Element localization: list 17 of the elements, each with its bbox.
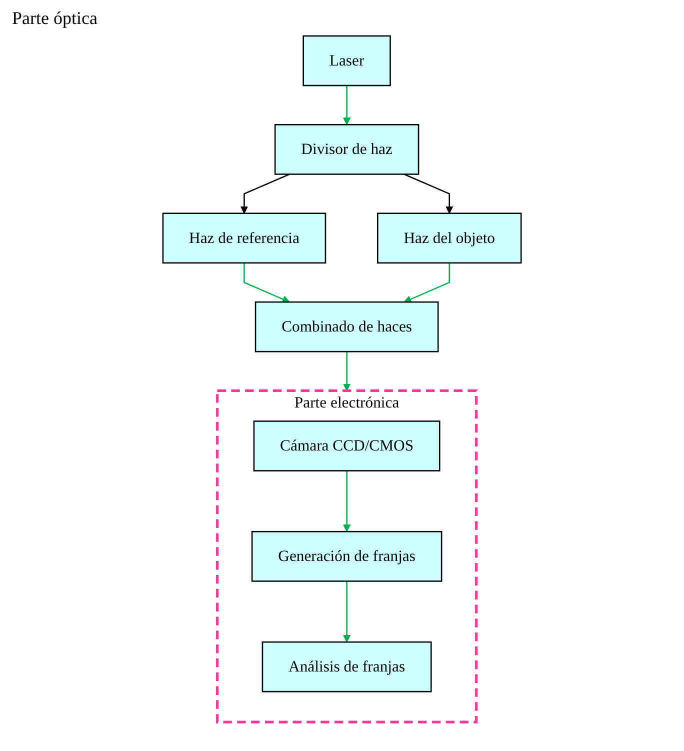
- node-box: Generación de franjas: [251, 530, 442, 582]
- arrow: [342, 86, 351, 125]
- node-box: Haz del objeto: [376, 212, 522, 264]
- node-box: Análisis de franjas: [262, 641, 432, 692]
- node-box: Divisor de haz: [274, 124, 420, 175]
- arrow: [404, 174, 454, 214]
- arrow: [240, 174, 290, 214]
- node-box: Haz de referencia: [162, 212, 326, 264]
- node-box: Combinado de haces: [254, 301, 439, 352]
- node-box: Cámara CCD/CMOS: [253, 420, 440, 472]
- section-label: Parte óptica: [12, 8, 98, 29]
- arrow: [342, 581, 351, 642]
- arrow: [244, 262, 290, 303]
- arrow: [342, 352, 351, 392]
- arrow: [342, 470, 351, 532]
- arrow: [404, 262, 450, 303]
- node-box: Laser: [302, 35, 391, 86]
